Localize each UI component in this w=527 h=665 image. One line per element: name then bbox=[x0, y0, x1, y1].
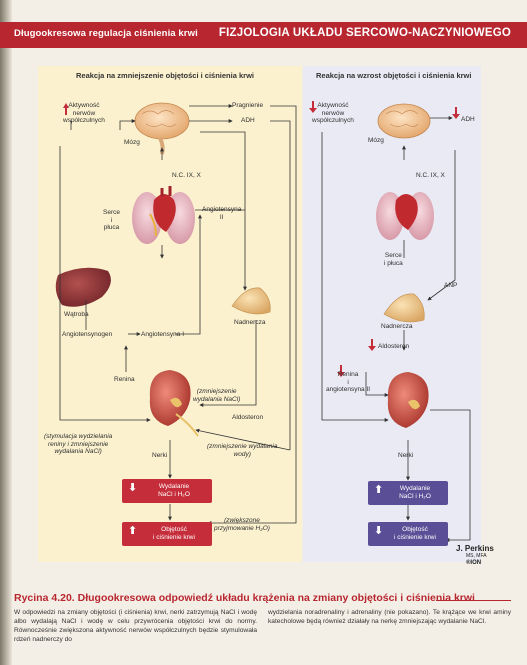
adrenal-icon bbox=[231, 287, 271, 315]
figure-caption: Rycina 4.20. Długookresowa odpowiedź ukł… bbox=[14, 592, 475, 604]
right-adrenal-label: Nadnercza bbox=[381, 323, 413, 330]
illustrator-credentials: MS, MFA bbox=[466, 553, 487, 559]
left-angiotensin2-label: Angiotensyna II bbox=[202, 206, 242, 221]
left-adh-label: ADH bbox=[241, 117, 255, 124]
down-arrow-icon: ⬇ bbox=[374, 525, 384, 537]
angiotensinogen-label: Angiotensynogen bbox=[62, 331, 113, 338]
up-arrow-icon: ⬆ bbox=[128, 525, 138, 537]
left-panel-title: Reakcja na zmniejszenie objętości i ciśn… bbox=[76, 71, 254, 80]
up-arrow-icon bbox=[63, 103, 69, 115]
header-bar: Długookresowa regulacja ciśnienia krwi F… bbox=[0, 22, 527, 48]
brain-icon-right bbox=[377, 103, 431, 139]
angiotensin1-label: Angiotensyna I bbox=[141, 331, 185, 338]
left-thirst-label: Pragnienie bbox=[232, 102, 264, 109]
left-arrows bbox=[59, 104, 297, 525]
page-spine bbox=[0, 0, 12, 665]
reduced-nacl-note: (zmniejszenie wydalania NaCl) bbox=[193, 388, 241, 403]
right-volume-box: ⬇ Objętość i ciśnienie krwi bbox=[368, 522, 448, 546]
left-aldosterone-label: Aldosteron bbox=[232, 414, 264, 421]
publisher-logo: ®ION bbox=[466, 560, 482, 566]
renin-stimulation-note: (stymulacja wydzielania reniny i zmniejs… bbox=[44, 433, 113, 455]
left-volume-box: ⬆ Objętość i ciśnienie krwi bbox=[122, 522, 212, 546]
right-adh-label: ADH bbox=[461, 116, 475, 123]
down-arrow-icon: ⬇ bbox=[128, 482, 138, 494]
down-arrow-icon bbox=[309, 101, 460, 377]
right-heart-label: Serce i płuca bbox=[384, 252, 403, 267]
right-kidneys-label: Nerki bbox=[398, 452, 414, 459]
reduced-water-note: (zmniejszenie wydalania wody) bbox=[207, 443, 278, 458]
liver-icon bbox=[55, 267, 111, 307]
right-arrows bbox=[321, 116, 471, 542]
left-adrenal-label: Nadnercza bbox=[234, 319, 266, 326]
left-nc-label: N.C. IX, X bbox=[172, 172, 201, 179]
kidney-icon-right bbox=[387, 372, 429, 428]
left-excretion-box: ⬇ Wydalanie NaCl i H₂O bbox=[122, 479, 212, 503]
right-renin-label: Renina i angiotensyna II bbox=[326, 371, 371, 393]
right-brain-label: Mózg bbox=[368, 137, 384, 144]
heart-lungs-icon bbox=[132, 186, 195, 244]
left-liver-label: Wątroba bbox=[64, 311, 89, 318]
kidney-icon bbox=[149, 370, 199, 437]
illustrator-signature: J. Perkins bbox=[456, 544, 494, 553]
brain-icon bbox=[134, 102, 190, 155]
running-title: Długookresowa regulacja ciśnienia krwi bbox=[14, 28, 198, 39]
left-sympathetic-label: Aktywność nerwów współczulnych bbox=[63, 102, 105, 124]
right-panel-title: Reakcja na wzrost objętości i ciśnienia … bbox=[316, 71, 472, 80]
caption-rule bbox=[436, 600, 511, 601]
heart-lungs-icon-right bbox=[376, 192, 434, 240]
chapter-title: FIZJOLOGIA UKŁADU SERCOWO-NACZYNIOWEGO bbox=[218, 27, 511, 39]
body-text-left: W odpowiedzi na zmiany objętości (i ciśn… bbox=[14, 609, 257, 643]
anp-label: ANP bbox=[444, 282, 458, 289]
increased-intake-note: (zwiększone przyjmowanie H₂O) bbox=[214, 517, 270, 532]
left-brain-label: Mózg bbox=[124, 139, 140, 146]
right-sympathetic-label: Aktywność nerwów współczulnych bbox=[312, 102, 354, 124]
left-kidneys-label: Nerki bbox=[152, 452, 168, 459]
right-nc-label: N.C. IX, X bbox=[416, 172, 445, 179]
adrenal-icon-right bbox=[383, 293, 425, 323]
left-heart-label: Serce i płuca bbox=[103, 209, 120, 231]
up-arrow-icon: ⬆ bbox=[374, 484, 384, 496]
right-aldosterone-label: Aldosteron bbox=[378, 343, 410, 350]
left-renin-label: Renina bbox=[114, 376, 135, 383]
right-excretion-box: ⬆ Wydalanie NaCl i H₂O bbox=[368, 481, 448, 505]
body-text-right: wydzielania noradrenaliny i adrenaliny (… bbox=[268, 609, 511, 625]
